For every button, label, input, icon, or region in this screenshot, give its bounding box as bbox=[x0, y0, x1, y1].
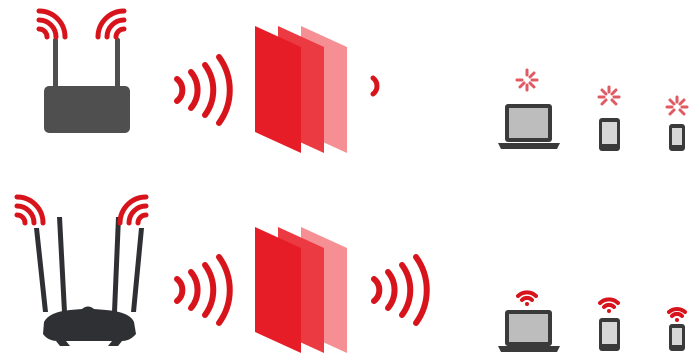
signal-wave bbox=[374, 279, 379, 301]
signal-wave bbox=[177, 79, 182, 101]
multi-antenna-router-icon bbox=[34, 217, 144, 346]
laptop-icon bbox=[498, 310, 560, 352]
signal-wave bbox=[219, 257, 230, 323]
signal-wave bbox=[388, 272, 395, 308]
full-signal-after-walls bbox=[374, 257, 427, 323]
wall-front bbox=[255, 26, 301, 153]
single-antenna-router-icon bbox=[44, 38, 130, 133]
signal-wave bbox=[416, 257, 427, 323]
smartphone-icon bbox=[599, 118, 620, 151]
signal-wave bbox=[402, 265, 410, 315]
wall-obstacle-icon bbox=[255, 26, 347, 153]
router-signal-icon-left bbox=[17, 197, 43, 223]
phone-screen bbox=[602, 122, 617, 144]
smartphone-icon-small bbox=[669, 124, 685, 151]
router-antenna-4 bbox=[131, 228, 144, 312]
wall-obstacle-icon bbox=[255, 227, 347, 353]
loading-spinner-icon-phone bbox=[599, 87, 619, 104]
laptop-icon bbox=[498, 104, 560, 149]
router-body bbox=[43, 307, 136, 342]
wifi-arc bbox=[116, 29, 124, 37]
smartphone-icon bbox=[599, 318, 620, 351]
router-body bbox=[44, 86, 130, 133]
signal-wave bbox=[219, 57, 230, 123]
loading-spinner-icon-laptop bbox=[517, 70, 537, 90]
wall-front bbox=[255, 227, 301, 353]
phone-screen bbox=[672, 128, 682, 145]
signal-wave bbox=[191, 272, 198, 308]
router-feet bbox=[56, 341, 122, 346]
wifi-signal-icon-phone-small bbox=[669, 309, 685, 322]
scenario-weak bbox=[39, 11, 687, 153]
smartphone-icon-small bbox=[669, 324, 685, 351]
laptop-base bbox=[498, 143, 560, 149]
signal-wave bbox=[191, 72, 198, 108]
wifi-signal-icon-phone bbox=[600, 299, 618, 313]
router-antenna-1 bbox=[34, 228, 48, 312]
signal-wave bbox=[373, 78, 377, 94]
outgoing-signal-waves bbox=[177, 57, 230, 123]
router-signal-icon-left bbox=[39, 11, 65, 37]
router-antenna-right bbox=[115, 38, 120, 94]
laptop-screen bbox=[509, 108, 548, 138]
signal-wave bbox=[205, 65, 213, 115]
faint-signal-after-walls bbox=[373, 78, 377, 94]
signal-wave bbox=[177, 279, 182, 301]
laptop-screen bbox=[509, 314, 548, 342]
signal-wave bbox=[205, 265, 213, 315]
router-antenna-left bbox=[53, 38, 58, 94]
router-signal-icon-right bbox=[120, 197, 146, 223]
wifi-arc bbox=[17, 215, 25, 223]
laptop-base bbox=[498, 346, 560, 352]
phone-screen bbox=[602, 322, 617, 344]
router-antenna-3 bbox=[112, 217, 121, 312]
scenario-strong bbox=[17, 197, 685, 353]
outgoing-signal-waves bbox=[177, 257, 230, 323]
wifi-arc bbox=[138, 215, 146, 223]
loading-spinner-icon-phone-small bbox=[667, 97, 687, 114]
phone-screen bbox=[672, 328, 682, 345]
router-antenna-2 bbox=[57, 217, 67, 312]
router-signal-icon-right bbox=[98, 11, 124, 37]
wifi-arc bbox=[39, 29, 47, 37]
wifi-signal-icon-laptop bbox=[518, 292, 536, 306]
